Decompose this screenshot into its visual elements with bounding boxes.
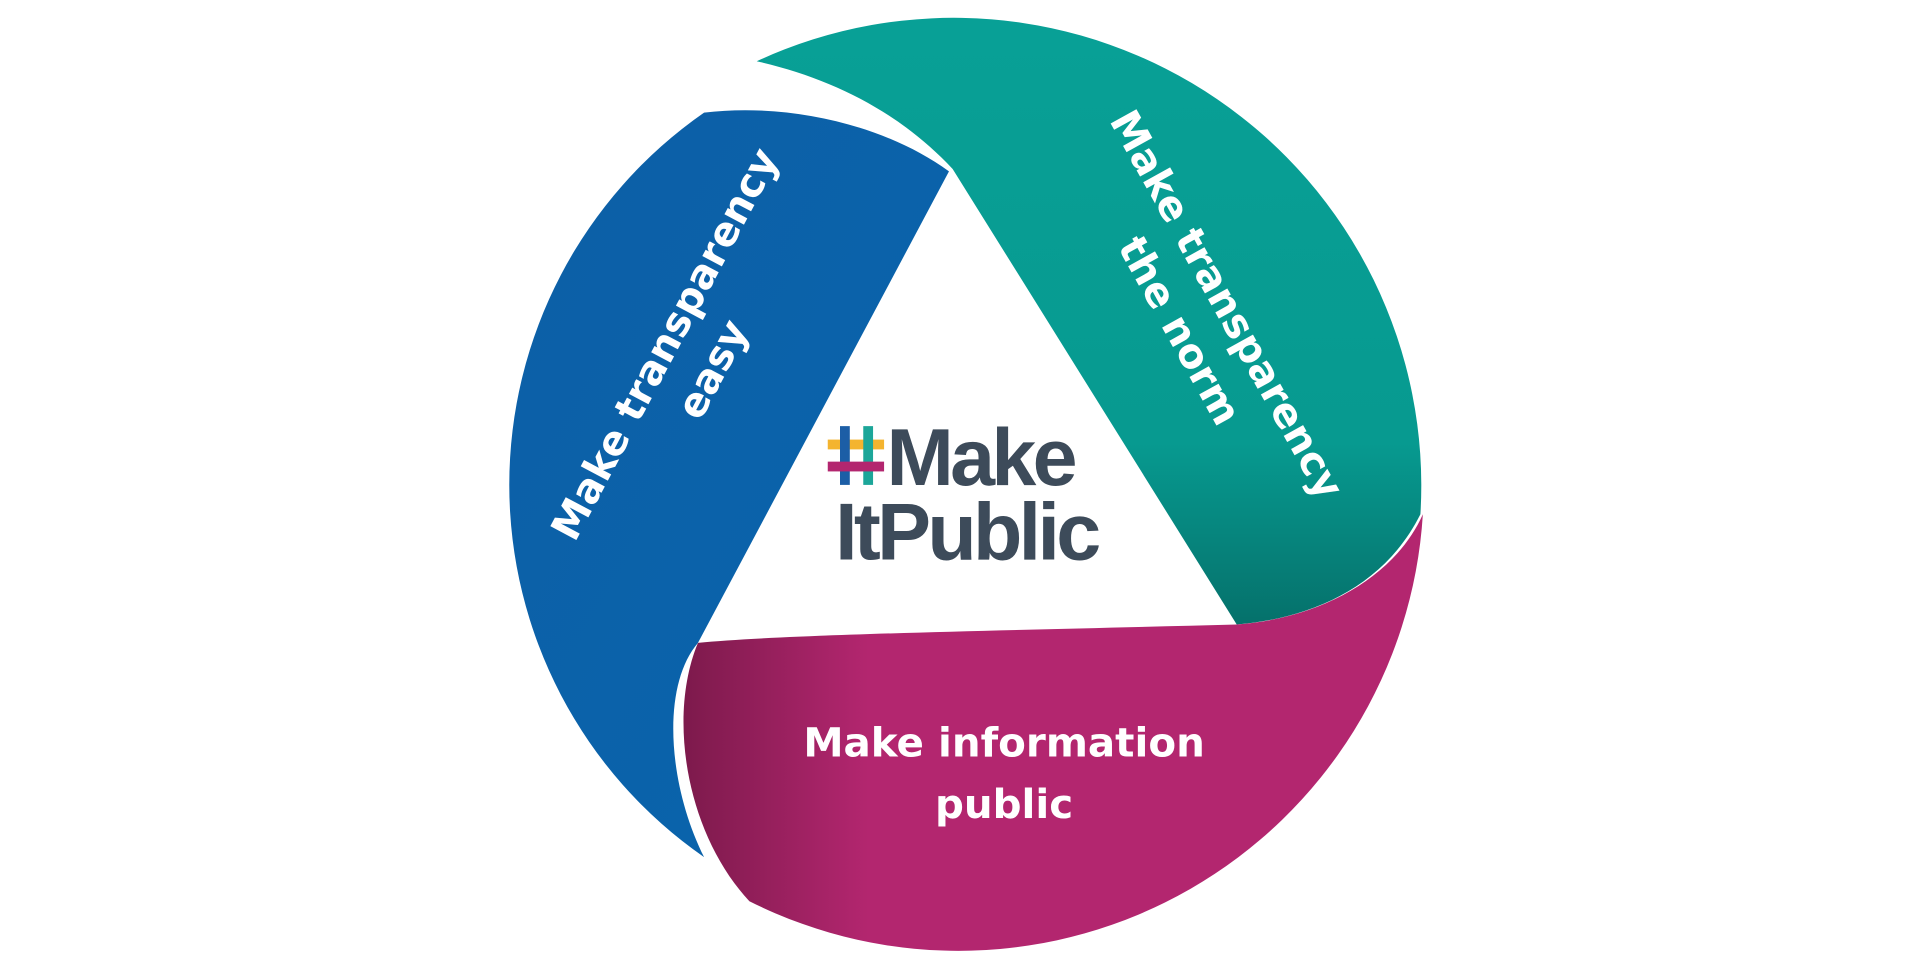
public-label: Make information public xyxy=(803,719,1205,828)
make-it-public-logo: Make ItPublic xyxy=(827,413,1103,578)
segment-make-transparency-the-norm xyxy=(756,17,1422,625)
logo-line2: ItPublic xyxy=(835,488,1099,578)
logo-line1: Make xyxy=(887,413,1076,503)
public-label-line1: Make information xyxy=(803,719,1205,767)
public-label-line2: public xyxy=(935,780,1073,828)
hashtag-icon xyxy=(827,426,885,485)
segment-make-transparency-easy xyxy=(509,110,949,858)
segment-make-information-public xyxy=(683,514,1423,951)
